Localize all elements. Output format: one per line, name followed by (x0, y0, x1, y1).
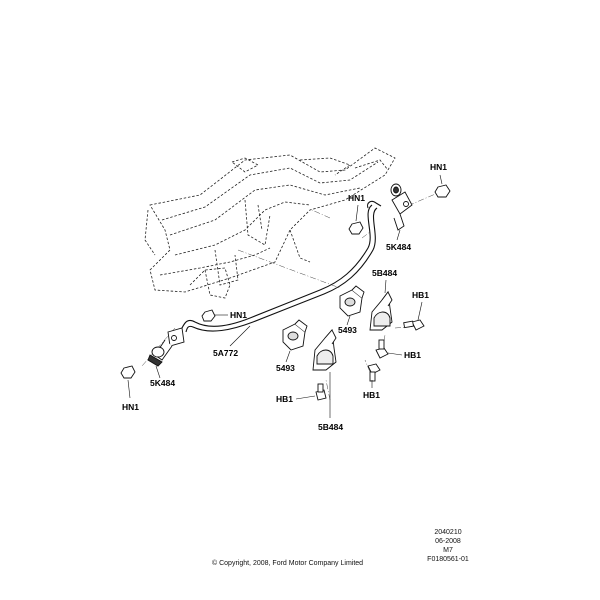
stabilizer-link-left (147, 327, 185, 367)
label-5b484-upper: 5B484 (372, 268, 397, 278)
label-5k484-left: 5K484 (150, 378, 175, 388)
label-5k484-right: 5K484 (386, 242, 411, 252)
subframe-phantom (144, 147, 396, 299)
label-hn1-top-right: HN1 (430, 162, 447, 172)
label-5493-left: 5493 (276, 363, 295, 373)
nuts-hn1 (120, 184, 451, 379)
drawing-info-block: 2040210 06-2008 M7 F0180561-01 (418, 528, 478, 564)
label-hb1-a: HB1 (412, 290, 429, 300)
copyright-notice: © Copyright, 2008, Ford Motor Company Li… (212, 560, 364, 567)
bracket-upper (369, 290, 393, 331)
label-hn1-bottom-left: HN1 (122, 402, 139, 412)
callout-labels: HN1 HN1 HN1 HN1 5K484 5K484 5B484 5B484 … (122, 162, 447, 432)
info-line: F0180561-01 (427, 556, 469, 563)
stabilizer-bar (181, 200, 382, 333)
label-5493-right: 5493 (338, 325, 357, 335)
bushing-right (339, 285, 365, 317)
label-hn1-mid: HN1 (230, 310, 247, 320)
bushing-left (282, 319, 308, 351)
info-line: 2040210 (434, 529, 462, 536)
info-line: M7 (443, 547, 453, 554)
label-hb1-d: HB1 (276, 394, 293, 404)
leader-lines (127, 174, 443, 418)
label-5b484-lower: 5B484 (318, 422, 343, 432)
label-hb1-b: HB1 (404, 350, 421, 360)
label-hb1-c: HB1 (363, 390, 380, 400)
label-hn1-upper: HN1 (348, 193, 365, 203)
bracket-lower (312, 328, 337, 371)
label-5a772: 5A772 (213, 348, 238, 358)
bolts-hb1 (315, 319, 425, 401)
stabilizer-link-right (390, 183, 413, 231)
info-line: 06-2008 (435, 538, 461, 545)
